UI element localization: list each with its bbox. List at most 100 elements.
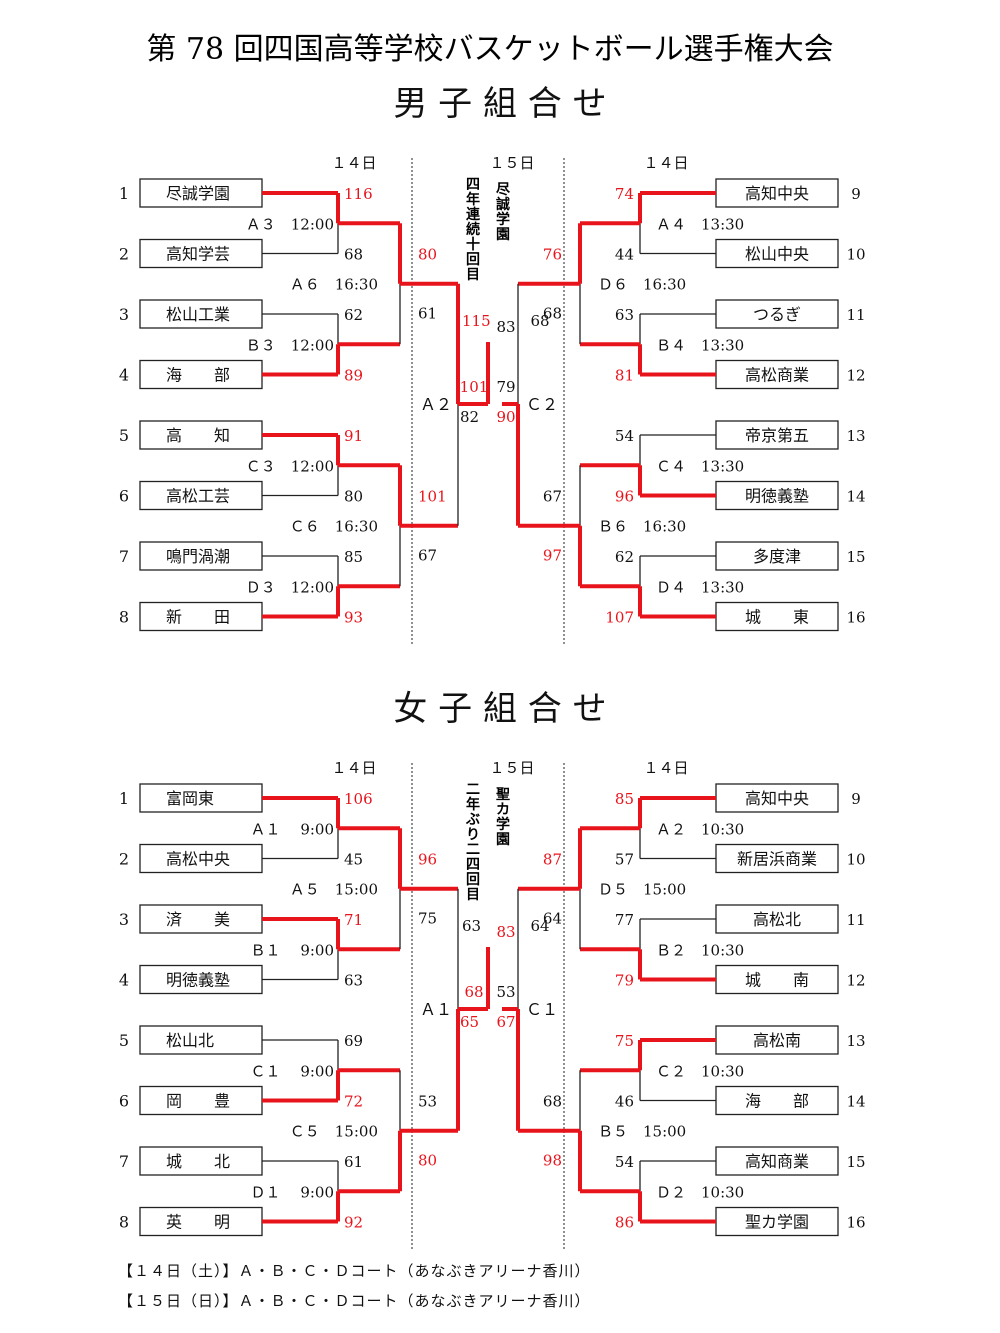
seed-number: 7 — [119, 547, 129, 566]
score: 67 — [418, 546, 437, 564]
champion-note-char: 回 — [466, 252, 480, 268]
score: 97 — [543, 546, 562, 564]
team-box — [139, 480, 263, 511]
page-title: 第 78 回四国高等学校バスケットボール選手権大会 — [146, 32, 833, 67]
score: 85 — [615, 790, 634, 808]
score: 54 — [615, 427, 634, 445]
team-name: 松山北 — [166, 1031, 214, 1050]
match-label: Ａ６ 16:30 — [290, 275, 378, 293]
score: 45 — [344, 851, 363, 869]
team-box — [715, 178, 839, 208]
champion-name-char: 尽 — [496, 182, 511, 198]
team-name: 高知中央 — [745, 789, 809, 808]
match-label: Ａ３ 12:00 — [246, 215, 334, 233]
champion-note-char: 目 — [466, 267, 480, 283]
score: 62 — [344, 306, 363, 324]
team-box — [139, 601, 263, 632]
champion-name: 尽誠学園 — [496, 182, 511, 243]
final-score: 83 — [496, 318, 515, 336]
seed-number: 14 — [846, 488, 865, 506]
score: 57 — [615, 851, 634, 869]
team-box — [715, 964, 839, 995]
score: 67 — [496, 1013, 515, 1031]
score: 93 — [344, 609, 363, 627]
team-box — [715, 541, 839, 571]
match-label: Ｄ２ 10:30 — [656, 1183, 744, 1201]
day-label-center: １５日 — [489, 154, 534, 172]
team-box — [139, 964, 263, 995]
team-box — [139, 299, 263, 329]
team-box — [715, 1025, 839, 1055]
bracket-heading: 女 子 組 合 せ — [393, 689, 606, 729]
team-box — [715, 601, 839, 632]
team-box — [139, 843, 263, 874]
match-label: Ｂ３ 12:00 — [246, 336, 334, 354]
team-box — [715, 1085, 839, 1116]
score: 64 — [543, 909, 562, 927]
final-score: 53 — [496, 983, 515, 1001]
team-name: 新 田 — [166, 608, 230, 627]
score: 81 — [615, 367, 634, 385]
score: 96 — [615, 488, 634, 506]
score: 63 — [462, 917, 481, 935]
match-label: Ｂ１ 9:00 — [251, 941, 334, 959]
match-label: Ａ５ 15:00 — [290, 880, 378, 898]
team-name: 尽誠学園 — [166, 184, 230, 203]
team-name: 城 北 — [166, 1152, 230, 1171]
seed-number: 9 — [851, 790, 861, 808]
team-box — [139, 783, 263, 813]
score: 74 — [615, 185, 634, 203]
team-name: 高松南 — [753, 1031, 801, 1050]
score: 92 — [344, 1214, 363, 1232]
team-name: 高松北 — [753, 910, 801, 929]
team-name: 高松商業 — [745, 366, 809, 385]
team-name: 高 知 — [166, 426, 230, 445]
team-name: 鳴門渦潮 — [166, 547, 230, 566]
champion-note-char: 十 — [466, 236, 480, 253]
match-label: Ｃ４ 13:30 — [656, 457, 744, 475]
match-label: Ｄ１ 9:00 — [251, 1183, 334, 1201]
score: 115 — [462, 312, 491, 330]
final-score: 83 — [496, 923, 515, 941]
seed-number: 16 — [846, 609, 865, 627]
team-name: 明徳義塾 — [166, 971, 230, 990]
champion-note-char: 目 — [466, 887, 480, 903]
match-label: Ａ２ 10:30 — [656, 820, 744, 838]
team-box — [715, 1146, 839, 1176]
match-label: Ａ４ 13:30 — [656, 215, 744, 233]
final-score: 68 — [464, 983, 483, 1001]
champion-name-char: 聖 — [496, 786, 510, 803]
seed-number: 11 — [846, 911, 865, 929]
seed-number: 12 — [846, 972, 865, 990]
score: 79 — [615, 972, 634, 990]
score: 68 — [543, 304, 562, 322]
score: 107 — [605, 609, 634, 627]
score: 90 — [496, 408, 515, 426]
day-label-left: １４日 — [331, 154, 376, 172]
day-label-center: １５日 — [489, 759, 534, 777]
team-name: 海 部 — [745, 1092, 809, 1111]
seed-number: 2 — [119, 245, 129, 264]
champion-note-char: 年 — [466, 796, 480, 813]
seed-number: 6 — [119, 487, 129, 506]
team-name: 高松工芸 — [166, 487, 230, 506]
footer-note-day14: 【１４日（土）】Ａ・Ｂ・Ｃ・Ｄコート（あなぶきアリーナ香川） — [118, 1262, 591, 1280]
match-label: Ｂ２ 10:30 — [656, 941, 744, 959]
score: 98 — [543, 1151, 562, 1169]
champion-name: 聖カ学園 — [496, 786, 510, 848]
seed-number: 16 — [846, 1214, 865, 1232]
team-name: 富岡東 — [166, 789, 214, 808]
team-name: つるぎ — [753, 305, 801, 324]
seed-number: 8 — [119, 1213, 129, 1232]
seed-number: 4 — [119, 971, 129, 990]
score: 76 — [543, 245, 562, 263]
final-score: 79 — [496, 378, 515, 396]
score: 53 — [418, 1092, 437, 1110]
team-box — [139, 420, 263, 450]
team-name: 城 東 — [745, 608, 809, 627]
score: 63 — [344, 972, 363, 990]
score: 61 — [344, 1153, 363, 1171]
score: 75 — [615, 1032, 634, 1050]
team-name: 高松中央 — [166, 850, 230, 869]
